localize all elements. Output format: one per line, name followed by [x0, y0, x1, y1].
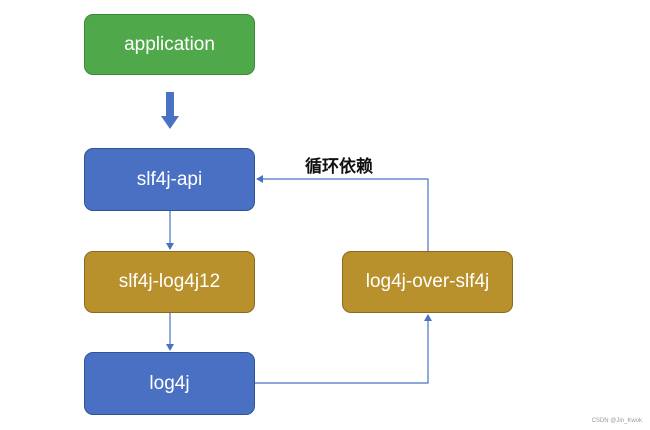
- edge-log4j-to-log4j-over-slf4j: [255, 314, 432, 384]
- node-application: application: [84, 14, 255, 75]
- node-log4j-label: log4j: [149, 372, 190, 394]
- node-slf4j-log4j12-label: slf4j-log4j12: [118, 271, 221, 292]
- node-slf4j-api: slf4j-api: [84, 148, 255, 211]
- node-log4j: log4j: [84, 352, 255, 415]
- watermark: CSDN @Jin_Kwok: [591, 418, 642, 424]
- block-arrow-down: [161, 92, 179, 129]
- node-log4j-over-slf4j: log4j-over-slf4j: [342, 251, 513, 313]
- node-application-label: application: [124, 33, 215, 55]
- node-slf4j-log4j12: slf4j-log4j12: [84, 251, 255, 313]
- cycle-dependency-label: 循环依赖: [305, 157, 373, 177]
- node-slf4j-api-label: slf4j-api: [136, 168, 203, 190]
- node-log4j-over-slf4j-label: log4j-over-slf4j: [365, 271, 490, 292]
- edge-log4j-over-slf4j-to-slf4j-api: [256, 175, 429, 251]
